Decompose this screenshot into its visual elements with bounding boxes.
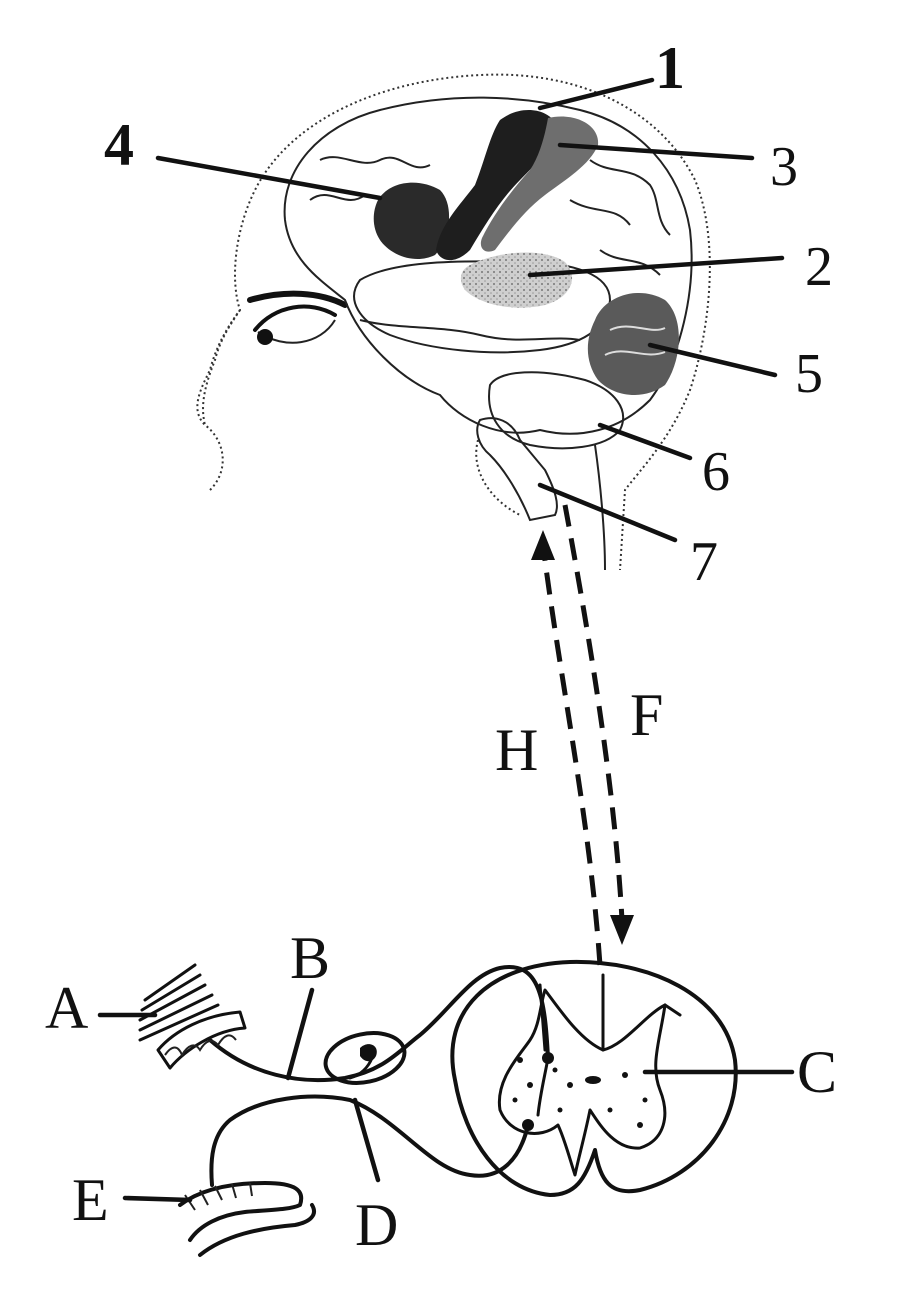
label-1: 1 <box>655 35 685 101</box>
region-3-sensory-cortex <box>480 116 599 252</box>
arrow-h-up-icon <box>531 530 555 560</box>
label-F: F <box>630 682 663 748</box>
label-H: H <box>495 717 538 783</box>
label-D: D <box>355 1192 398 1258</box>
label-2: 2 <box>805 236 833 298</box>
label-5: 5 <box>795 343 823 405</box>
pathway-h-ascending <box>540 544 603 966</box>
spinal-cord-section <box>450 959 738 1197</box>
gray-matter <box>497 988 667 1177</box>
label-7: 7 <box>690 531 718 593</box>
label-3: 3 <box>770 136 798 198</box>
label-6: 6 <box>702 441 730 503</box>
region-5-visual-cortex <box>587 292 679 396</box>
label-B: B <box>290 925 330 991</box>
label-E: E <box>72 1167 109 1233</box>
region-7-brain-stem <box>476 417 558 522</box>
reflex-arc-illustration <box>138 959 738 1257</box>
labels: 1 3 4 2 5 6 7 H F A B C D E <box>45 35 837 1258</box>
head-outline <box>196 73 711 571</box>
label-C: C <box>797 1039 837 1105</box>
neural-pathways <box>531 504 634 966</box>
face-profile <box>202 309 241 426</box>
region-1-motor-cortex <box>436 110 556 261</box>
leader-lines-brain <box>155 77 785 543</box>
pathway-f-descending <box>562 504 625 921</box>
effector-muscle-icon <box>178 1181 316 1257</box>
leader-lines-reflex <box>97 987 795 1203</box>
motor-neuron <box>209 1094 530 1187</box>
region-4-motor-speech <box>373 182 450 260</box>
label-4: 4 <box>104 112 134 178</box>
arrow-f-down-icon <box>610 915 634 945</box>
eye-icon <box>247 290 348 345</box>
head-brain-illustration <box>196 73 711 571</box>
region-2-auditory-area <box>460 252 573 308</box>
label-A: A <box>45 975 88 1041</box>
receptor-skin-icon <box>138 963 247 1070</box>
sensory-neuron <box>208 964 550 1083</box>
dorsal-root-ganglion <box>323 1031 407 1085</box>
